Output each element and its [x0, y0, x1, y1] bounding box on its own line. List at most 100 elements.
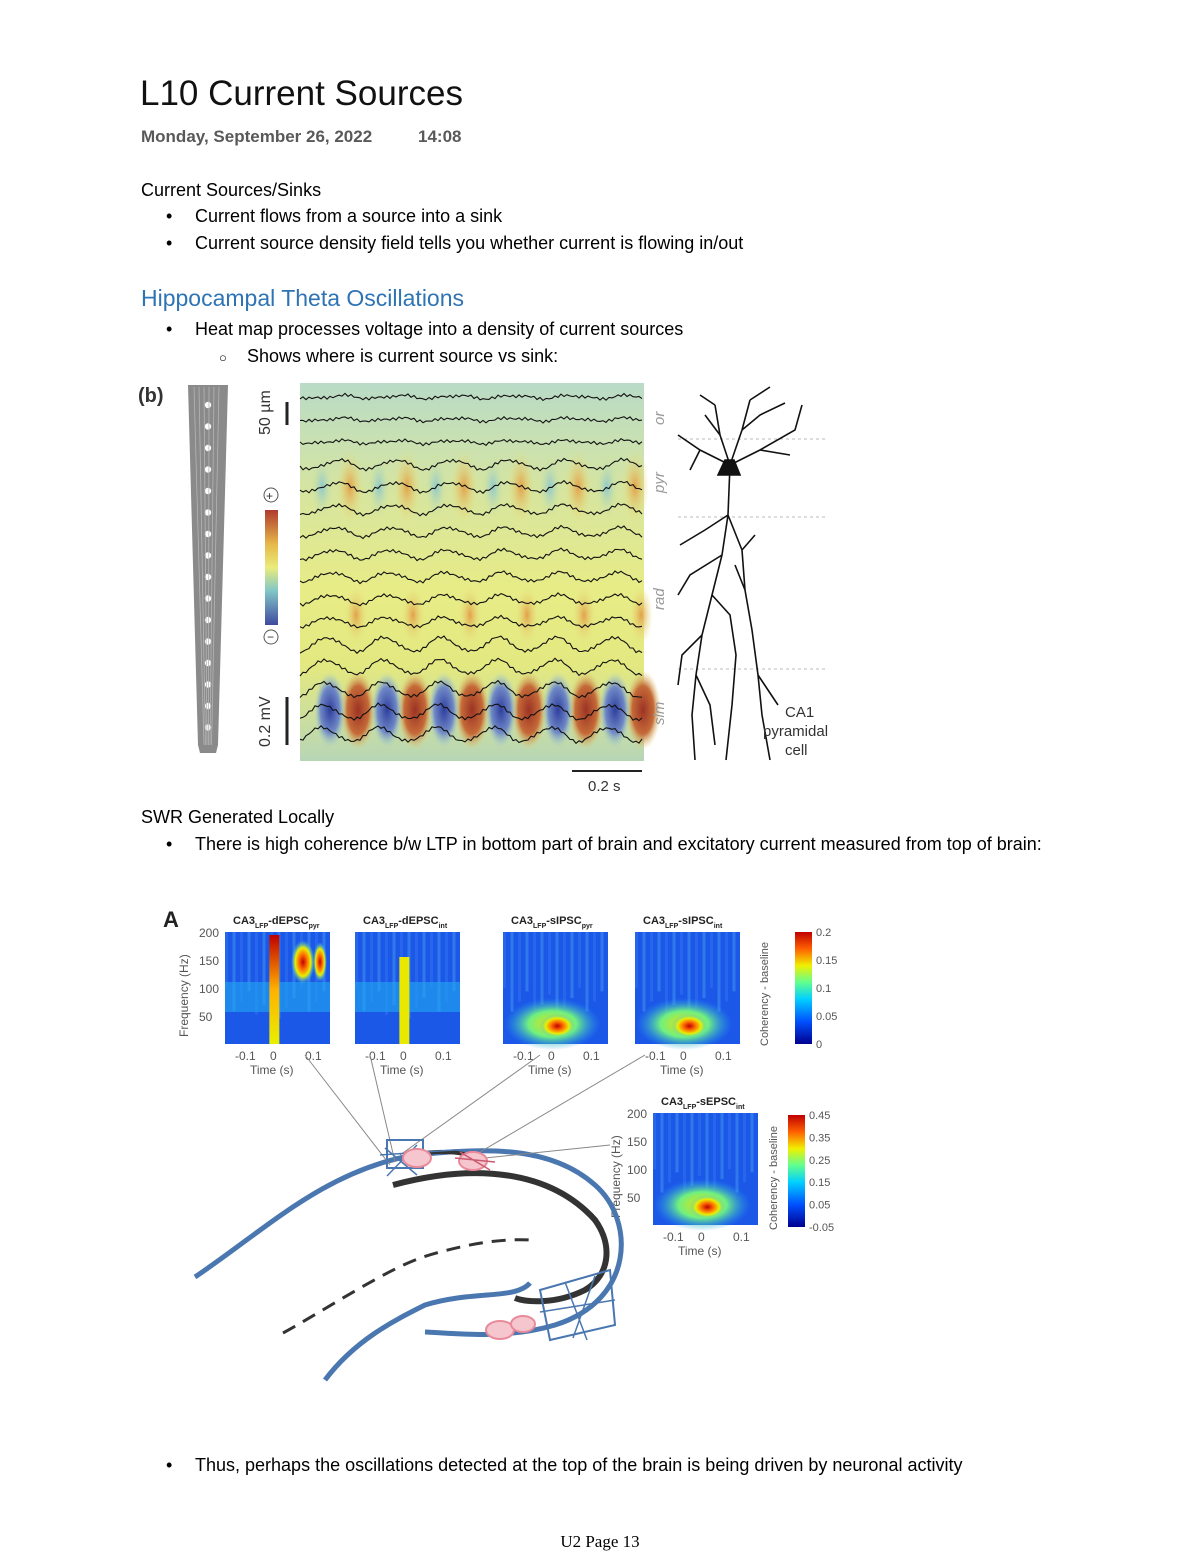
- spectrogram-texture: [672, 932, 676, 1005]
- lfp-trace: [300, 415, 643, 424]
- contact-dot: [204, 401, 212, 409]
- spectrogram-hot-spot: [689, 1195, 726, 1219]
- spectrogram-texture: [710, 932, 713, 988]
- lfp-trace: [299, 479, 643, 495]
- spectrogram-texture: [705, 1113, 709, 1200]
- x-tick-label: -0.1: [645, 1049, 666, 1063]
- probe-wire: [209, 386, 215, 746]
- spectrogram-texture: [570, 932, 574, 999]
- spectrogram-texture: [240, 932, 243, 1002]
- colorbar-tick: 0.05: [816, 1011, 837, 1023]
- spectrogram-texture: [698, 1113, 701, 1176]
- spectrogram-texture: [665, 932, 668, 1015]
- spectrogram-texture: [653, 1113, 656, 1169]
- lfp-trace: [299, 592, 643, 607]
- spectrogram-texture: [555, 932, 559, 1019]
- probe-wire: [193, 386, 205, 746]
- y-tick-label: 100: [199, 982, 219, 996]
- electrode-probe: [188, 385, 228, 753]
- spectrogram-texture: [563, 932, 566, 1009]
- scale-label-02mv: 0.2 mV: [257, 696, 274, 747]
- coherency-colorbar-2: [788, 1115, 805, 1227]
- cell-label-line2: pyramidal: [763, 723, 828, 740]
- spectrogram-texture: [690, 1113, 694, 1186]
- contact-dot: [204, 616, 212, 624]
- x-tick-label: -0.1: [365, 1049, 386, 1063]
- x-axis-label: Time (s): [528, 1063, 572, 1077]
- panel-title: CA3LFP-dEPSCint: [363, 915, 448, 930]
- spectrogram-texture: [232, 932, 236, 1012]
- y-tick-label: 150: [627, 1135, 647, 1149]
- spectrogram-texture: [533, 932, 536, 1015]
- x-tick-label: 0: [698, 1230, 705, 1244]
- lfp-trace: [299, 392, 643, 402]
- source-blob: [542, 672, 574, 748]
- spectrogram-texture: [735, 1113, 739, 1193]
- spectrogram-texture: [680, 932, 683, 995]
- x-tick-label: 0: [680, 1049, 687, 1063]
- contact-dot: [204, 487, 212, 495]
- upper-blob: [450, 449, 478, 525]
- spectrogram-texture: [578, 932, 581, 988]
- lfp-trace: [299, 614, 643, 629]
- list-item: Heat map processes voltage into a densit…: [141, 316, 683, 343]
- colorbar-tick: 0.45: [809, 1110, 830, 1122]
- colorbar-tick: 0.15: [816, 955, 837, 967]
- spectrogram-hot-column: [399, 957, 410, 1044]
- spectrogram-texture: [247, 932, 251, 992]
- csd-colorbar: [265, 510, 278, 625]
- lfp-trace: [299, 679, 643, 699]
- swr-list: There is high coherence b/w LTP in botto…: [141, 831, 1042, 858]
- contact-dot: [204, 595, 212, 602]
- mid-blob: [515, 585, 539, 645]
- contact-dot: [204, 466, 212, 473]
- spectrogram-texture: [415, 932, 418, 1009]
- sink-blob: [568, 670, 604, 750]
- x-axis-label: Time (s): [678, 1244, 722, 1258]
- contact-dot: [204, 423, 212, 430]
- figure-b-csd: (b) 50 µm + − 0.2 mV or pyr rad slm CA1 …: [138, 383, 828, 795]
- spectrogram-texture: [355, 932, 358, 988]
- mid-blob: [572, 585, 596, 645]
- contact-dot: [204, 659, 212, 667]
- y-tick-label: 200: [627, 1107, 647, 1121]
- theta-list: Heat map processes voltage into a densit…: [141, 316, 683, 343]
- spectrogram-hot-spot: [313, 942, 327, 982]
- current-sources-list: Current flows from a source into a sink …: [141, 203, 743, 257]
- section-heading-current-sources: Current Sources/Sinks: [141, 180, 322, 200]
- section-heading-hippocampal-theta: Hippocampal Theta Oscillations: [141, 285, 465, 311]
- section-heading-swr: SWR Generated Locally: [141, 807, 335, 827]
- panel-title: CA3LFP-sIPSCpyr: [511, 915, 593, 930]
- colorbar-2-label: Coherency - baseline: [768, 1126, 780, 1230]
- spectrogram-texture: [728, 1113, 731, 1169]
- x-tick-label: 0.1: [733, 1230, 750, 1244]
- colorbar-2-ticks: 0.450.350.250.150.05-0.05: [809, 1110, 834, 1234]
- probe-wire: [203, 386, 208, 746]
- cell-label-line1: CA1: [785, 704, 814, 721]
- spectrogram-texture: [683, 1113, 686, 1196]
- spectrogram-texture: [392, 932, 396, 1005]
- spectrogram-texture: [642, 932, 646, 1012]
- spectrogram-texture: [370, 932, 373, 1002]
- spectrogram-texture: [422, 932, 426, 999]
- x-tick-label: 0.1: [583, 1049, 600, 1063]
- colorbar-tick: 0.15: [809, 1177, 830, 1189]
- spectrogram-texture: [285, 932, 288, 1009]
- lfp-trace: [299, 570, 643, 585]
- spectrogram-texture: [650, 932, 653, 1002]
- y-tick-label: 150: [199, 954, 219, 968]
- spectrogram-hot-spot: [671, 1014, 708, 1038]
- x-tick-label: 0: [400, 1049, 407, 1063]
- probe-wire: [211, 386, 220, 746]
- spectrogram-texture: [668, 1113, 671, 1183]
- layer-label-pyr: pyr: [651, 471, 668, 494]
- x-tick-label: 0.1: [435, 1049, 452, 1063]
- contact-dot: [204, 552, 212, 559]
- x-tick-label: 0.1: [305, 1049, 322, 1063]
